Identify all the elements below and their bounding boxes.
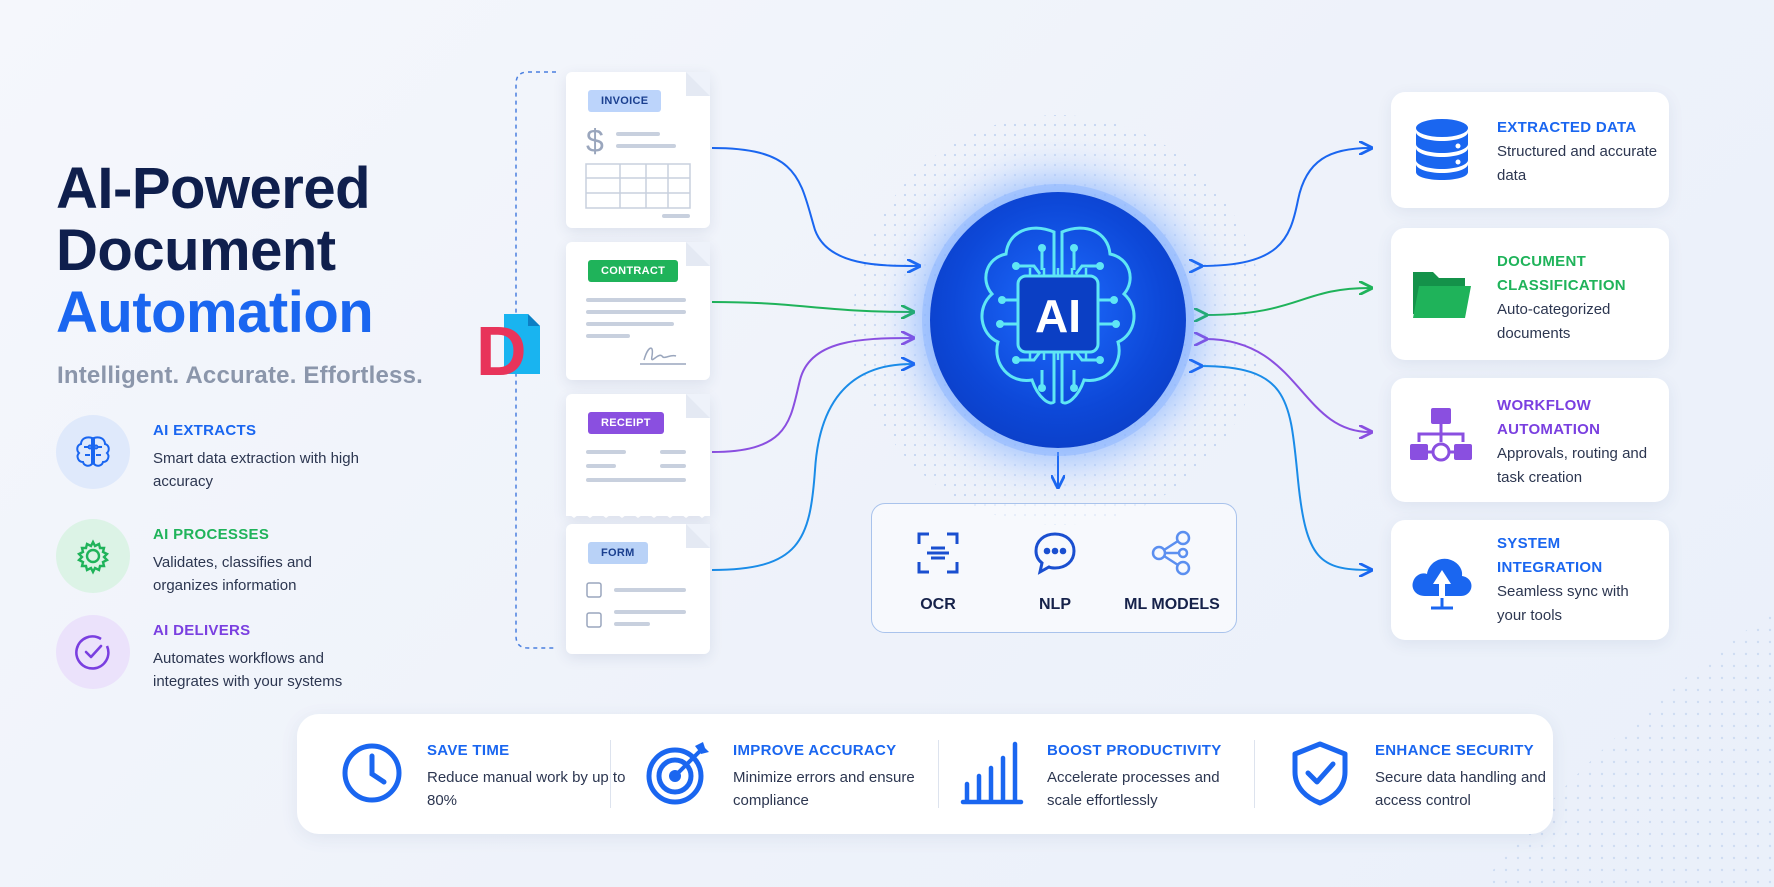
benefit-title: SAVE TIME (427, 742, 510, 759)
signature-icon (586, 298, 686, 365)
clock-icon (342, 743, 402, 803)
doc-tag: INVOICE (588, 90, 662, 112)
benefit-divider (938, 740, 939, 808)
ai-brain-icon (980, 226, 1136, 405)
output-desc: Seamless sync with your tools (1497, 583, 1629, 624)
connector-form (711, 364, 912, 571)
ai-core: AI (930, 192, 1186, 448)
ai-label: AI (1035, 290, 1081, 342)
title-line-3: Automation (56, 280, 374, 345)
output-extracted-data: EXTRACTED DATA Structured and accurate d… (1391, 92, 1669, 208)
tech-label: OCR (920, 596, 956, 613)
check-circle-icon (56, 615, 130, 689)
benefit-desc: Minimize errors and ensure compliance (733, 769, 915, 809)
benefit-desc: Secure data handling and access control (1375, 769, 1546, 809)
benefits-bar: SAVE TIME Reduce manual work by up to 80… (297, 714, 1553, 834)
feature-ai-delivers: AI DELIVERS Automates workflows and inte… (56, 615, 436, 695)
logo-letter: D (476, 312, 527, 390)
doc-tag: RECEIPT (588, 412, 664, 434)
brain-icon (56, 415, 130, 489)
gear-icon (56, 519, 130, 593)
output-title: EXTRACTED DATA (1497, 119, 1637, 136)
title-line-2: Document (56, 218, 336, 283)
tech-box: OCR NLP ML MODELS (871, 503, 1237, 633)
output-desc: Auto-categorized documents (1497, 301, 1611, 342)
benefit-desc: Reduce manual work by up to 80% (427, 769, 626, 809)
benefit-divider (610, 740, 611, 808)
bar-chart-icon (960, 741, 1024, 805)
feature-title: AI DELIVERS (153, 622, 251, 639)
benefit-title: BOOST PRODUCTIVITY (1047, 742, 1222, 759)
doc-form: FORM (566, 524, 710, 654)
output-desc: Structured and accurate data (1497, 143, 1658, 184)
folder-icon (1413, 272, 1471, 318)
dotted-wave (1480, 610, 1774, 887)
title-line-1: AI-Powered (56, 156, 371, 221)
feature-desc: Automates workflows and integrates with … (153, 650, 343, 690)
receipt-zigzag (566, 508, 710, 518)
connector-integration (1200, 366, 1370, 570)
feature-title: AI PROCESSES (153, 526, 270, 543)
output-title: WORKFLOW AUTOMATION (1497, 397, 1601, 438)
output-system-integration: SYSTEM INTEGRATION Seamless sync with yo… (1391, 520, 1669, 640)
brand-logo: D (476, 312, 552, 388)
svg-text:$: $ (586, 123, 604, 159)
connector-invoice (711, 147, 918, 266)
benefit-divider (1254, 740, 1255, 808)
output-desc: Approvals, routing and task creation (1497, 445, 1648, 486)
tagline: Intelligent. Accurate. Effortless. (57, 362, 423, 389)
feature-ai-extracts: AI EXTRACTS Smart data extraction with h… (56, 415, 436, 495)
output-workflow-automation: WORKFLOW AUTOMATION Approvals, routing a… (1391, 378, 1669, 502)
shield-check-icon (1292, 741, 1348, 806)
database-icon (1416, 119, 1468, 180)
doc-tag: CONTRACT (588, 260, 679, 282)
feature-ai-processes: AI PROCESSES Validates, classifies and o… (56, 519, 436, 599)
doc-invoice: INVOICE $ (566, 72, 710, 228)
tech-label: NLP (1039, 596, 1071, 613)
feature-desc: Validates, classifies and organizes info… (153, 554, 312, 594)
target-icon (646, 742, 709, 805)
connector-classification (1205, 288, 1370, 315)
network-icon (1151, 530, 1191, 576)
chat-bubble-icon (1034, 532, 1076, 575)
scan-icon (917, 532, 959, 574)
doc-tag: FORM (588, 542, 648, 564)
receipt-icon (586, 450, 686, 482)
benefit-title: ENHANCE SECURITY (1375, 742, 1534, 759)
invoice-dollar-icon: $ (585, 123, 691, 218)
output-title: DOCUMENT CLASSIFICATION (1497, 253, 1626, 294)
connector-extracted-data (1200, 148, 1370, 266)
output-document-classification: DOCUMENT CLASSIFICATION Auto-categorized… (1391, 228, 1669, 360)
connector-contract (711, 301, 912, 312)
tech-label: ML MODELS (1124, 596, 1220, 613)
benefit-title: IMPROVE ACCURACY (733, 742, 897, 759)
output-title: SYSTEM INTEGRATION (1497, 535, 1603, 576)
doc-contract: CONTRACT (566, 242, 710, 380)
cloud-icon (1412, 558, 1472, 610)
checkbox-icon (586, 582, 686, 628)
connector-receipt (711, 338, 912, 453)
benefit-desc: Accelerate processes and scale effortles… (1047, 769, 1220, 809)
feature-title: AI EXTRACTS (153, 422, 257, 439)
doc-receipt: RECEIPT (566, 394, 710, 518)
feature-desc: Smart data extraction with high accuracy (153, 450, 359, 490)
workflow-icon (1410, 408, 1472, 462)
